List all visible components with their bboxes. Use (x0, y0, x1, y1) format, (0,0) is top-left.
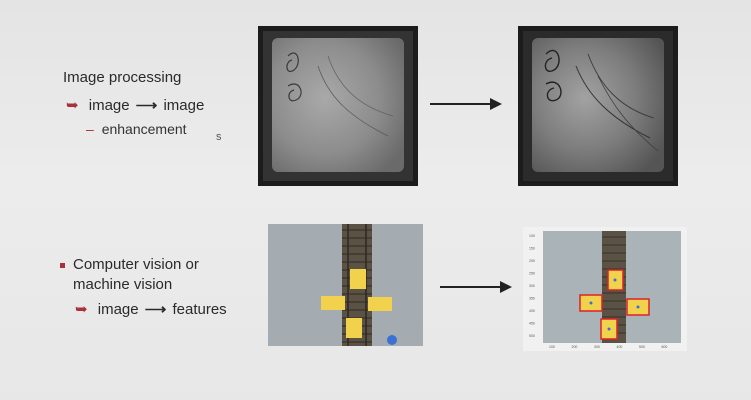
curved-arrow-bullet-icon: ➥ (66, 97, 79, 114)
top-sub-line: ➥ image ⟶ image (66, 96, 204, 114)
bottom-sub-line: ➥ image ⟶ features (75, 300, 227, 318)
right-arrow-top-icon (430, 98, 502, 110)
bottom-sub-from: image (97, 301, 139, 318)
bottom-line1-text: Computer vision or (73, 256, 199, 273)
y-tick-label: 250 (529, 272, 535, 276)
xray-enhanced-image (518, 26, 678, 186)
top-subsub-line: – enhancement (86, 121, 187, 137)
y-tick-label: 400 (529, 309, 535, 313)
x-tick-label: 100 (549, 345, 555, 349)
y-tick-label: 100 (529, 234, 535, 238)
square-bullet-icon (60, 262, 65, 268)
y-tick-label: 200 (529, 259, 535, 263)
detections-plot-image: 100 150 200 250 300 350 400 450 500 100 200 300 400… (523, 227, 687, 351)
bottom-line1: Computer vision or (60, 256, 199, 273)
xray-original-image (258, 26, 418, 186)
right-arrow-icon: ⟶ (135, 97, 158, 114)
bottom-line2: machine vision (73, 276, 173, 293)
top-title: Image processing (63, 69, 182, 86)
y-axis-ticks: 100 150 200 250 300 350 400 450 500 (529, 234, 535, 338)
enhancement-label: enhancement (101, 121, 187, 137)
x-tick-label: 300 (594, 345, 600, 349)
y-tick-label: 300 (529, 284, 535, 288)
y-tick-label: 350 (529, 297, 535, 301)
sub-line-to: image (163, 97, 205, 114)
right-arrow-bottom-icon (440, 281, 512, 293)
track-photo-image (268, 224, 423, 346)
ghost-text: s (216, 131, 222, 143)
right-arrow-icon: ⟶ (144, 301, 167, 318)
x-tick-label: 500 (639, 345, 645, 349)
y-tick-label: 500 (529, 334, 535, 338)
bottom-sub-to: features (172, 301, 227, 318)
x-axis-ticks: 100 200 300 400 500 600 (549, 345, 667, 349)
y-tick-label: 450 (529, 322, 535, 326)
dash-bullet: – (86, 121, 94, 137)
sub-line-from: image (88, 97, 130, 114)
x-tick-label: 400 (617, 345, 623, 349)
y-tick-label: 150 (529, 247, 535, 251)
x-tick-label: 200 (572, 345, 578, 349)
curved-arrow-bullet-icon: ➥ (75, 301, 88, 318)
x-tick-label: 600 (662, 345, 668, 349)
